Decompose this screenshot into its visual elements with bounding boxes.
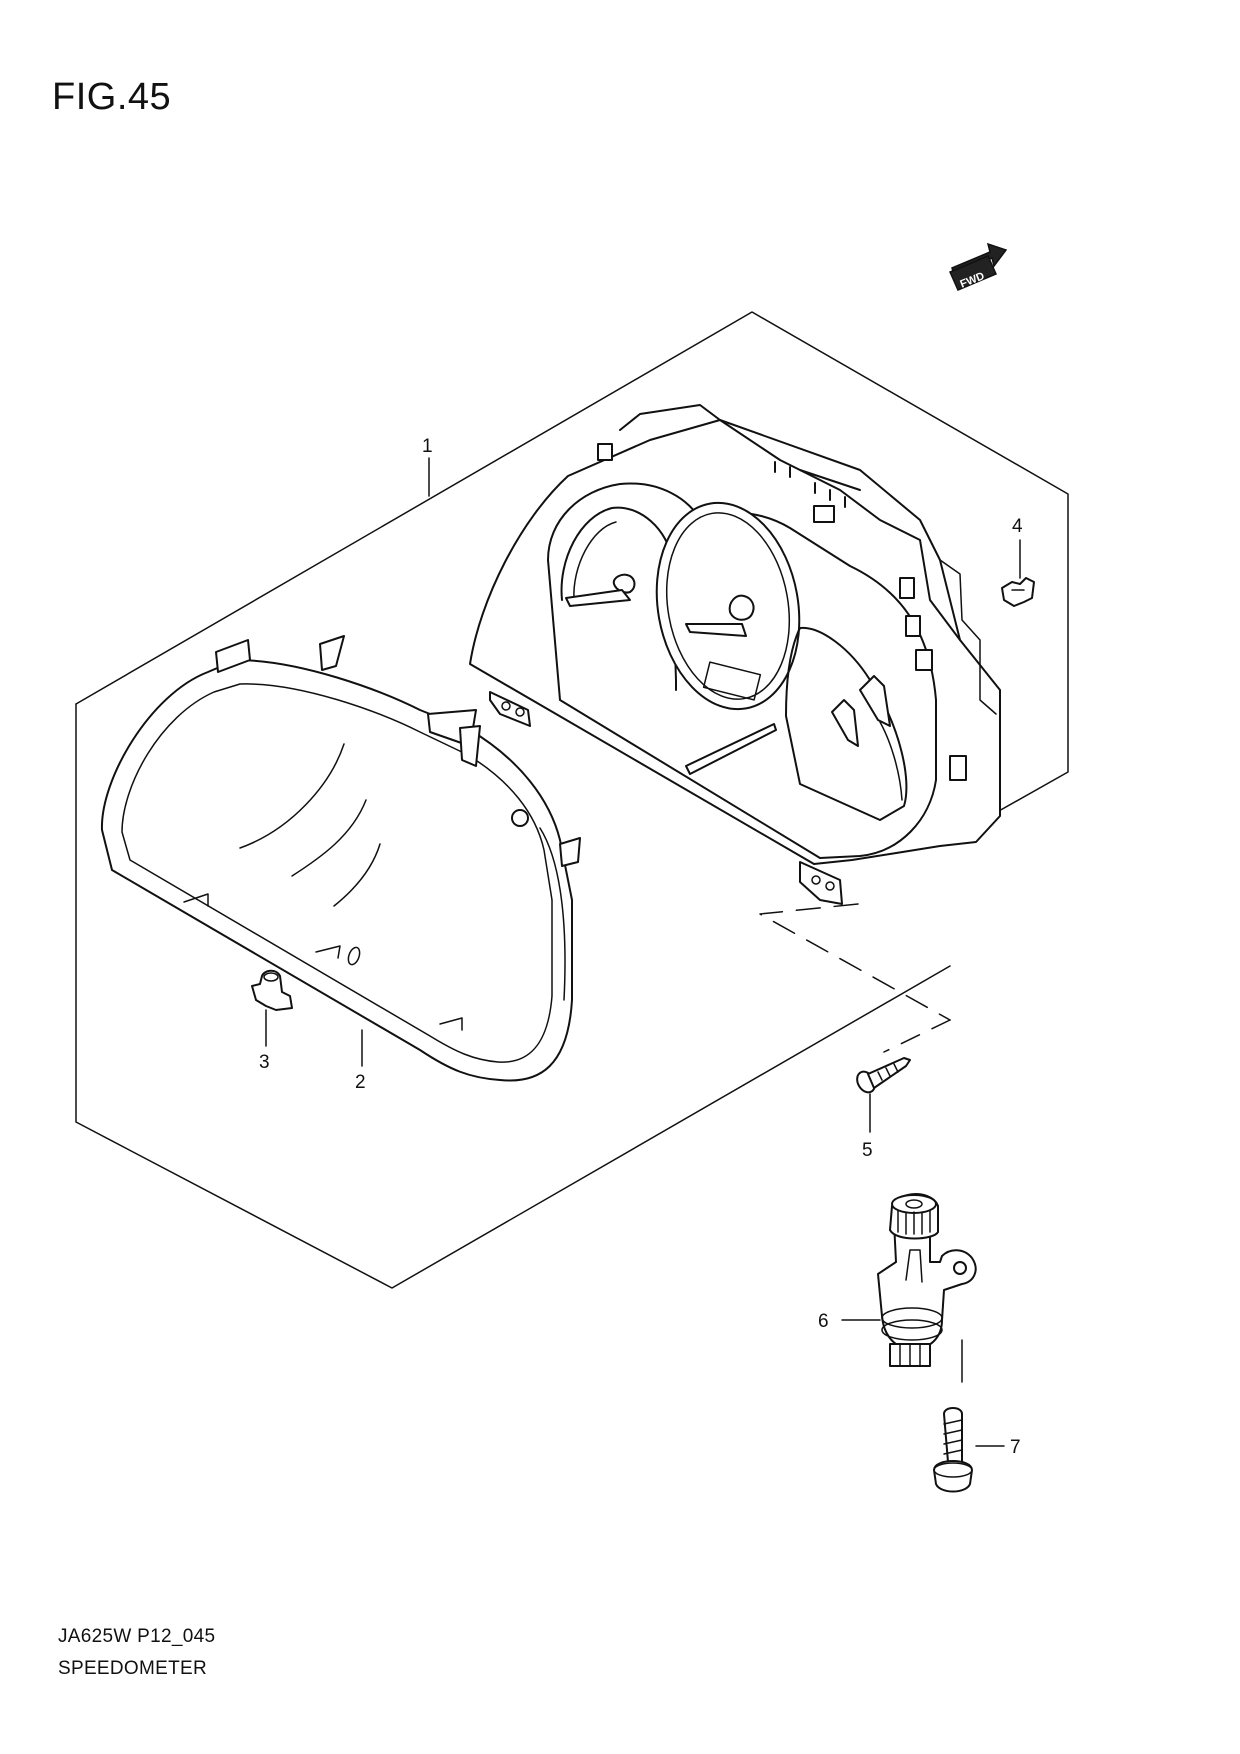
callout-2: 2 [355, 1072, 366, 1093]
callout-5: 5 [862, 1140, 873, 1161]
callout-1: 1 [422, 436, 433, 457]
stud-part [251, 969, 293, 1011]
bolt-part [933, 1407, 973, 1493]
callout-6: 6 [818, 1311, 829, 1332]
speed-sensor-part [877, 1193, 977, 1367]
meter-glass [100, 635, 581, 1082]
callout-3: 3 [259, 1052, 270, 1073]
meter-housing [469, 404, 1001, 905]
figure-code: JA625W P12_045 [58, 1626, 216, 1647]
figure-name: SPEEDOMETER [58, 1658, 207, 1679]
assembly-outline [75, 311, 1069, 817]
screw-part [856, 1057, 911, 1094]
dashed-leader [759, 903, 951, 1021]
callout-4: 4 [1012, 516, 1023, 537]
figure-title: FIG.45 [52, 76, 172, 118]
clip-part [1001, 577, 1035, 607]
callout-7: 7 [1010, 1437, 1021, 1458]
fwd-arrow-icon: FWD [949, 242, 1008, 291]
